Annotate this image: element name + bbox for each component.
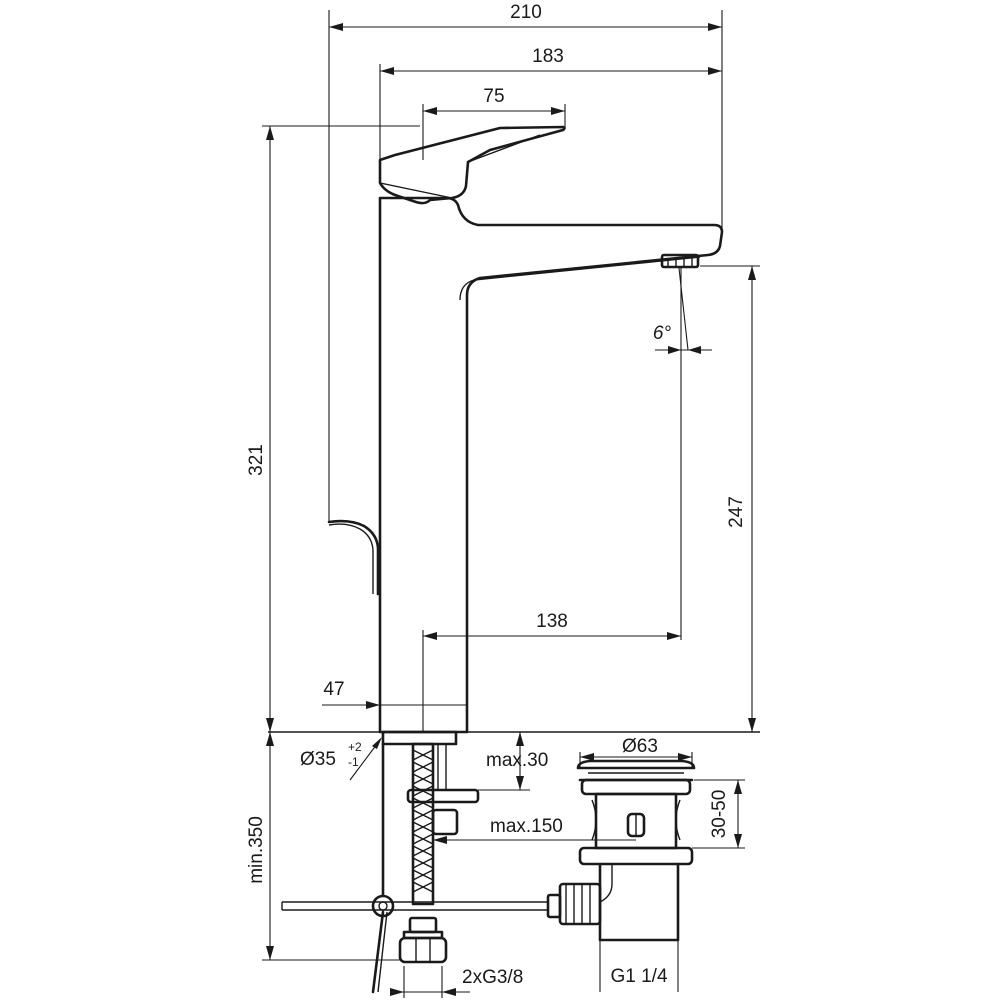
dim-label-75: 75 [483,86,504,107]
dim-total-height [262,125,420,732]
dim-projection [422,630,681,732]
dim-label-d63: Ø63 [622,736,658,757]
dim-connections [390,966,470,998]
dim-label-247: 247 [726,496,747,528]
lever-handle [378,125,566,205]
dim-base-diameter [349,737,382,781]
pop-up-rod [327,519,380,596]
dim-min-hose [262,732,400,961]
dim-label-138: 138 [536,611,568,632]
mounting-hardware [268,730,760,994]
dim-overall-width [328,10,723,522]
faucet-body [378,196,724,734]
dim-label-321: 321 [246,444,267,476]
dim-label-g114: G1 1/4 [610,966,667,987]
dim-waste-thread [599,940,679,992]
dim-deck-thickness [478,732,530,791]
dim-hose-length [433,836,636,844]
dim-label-angle: 6° [653,323,672,344]
dim-label-min350: min.350 [246,816,267,884]
dim-waste-diameter [579,752,693,768]
dim-spout-width [379,64,722,160]
dim-label-max30: max.30 [486,750,548,771]
dim-label-183: 183 [532,46,564,67]
dim-label-210: 210 [510,2,542,23]
dim-label-max150: max.150 [490,816,563,837]
waste-assembly [546,759,696,942]
dim-label-d35-lower: -1 [348,755,359,769]
dim-label-d35: Ø35 [300,749,336,770]
dim-outlet-height [700,265,760,732]
dim-waste-range [692,779,745,849]
dim-base-offset [322,701,467,709]
dim-lever-width [422,104,566,160]
dim-label-d35-upper: +2 [348,740,362,754]
dim-label-2xg38: 2xG3/8 [462,967,523,988]
dim-label-30-50: 30-50 [709,790,730,839]
dim-spout-angle [655,267,712,640]
dim-label-47: 47 [323,679,344,700]
